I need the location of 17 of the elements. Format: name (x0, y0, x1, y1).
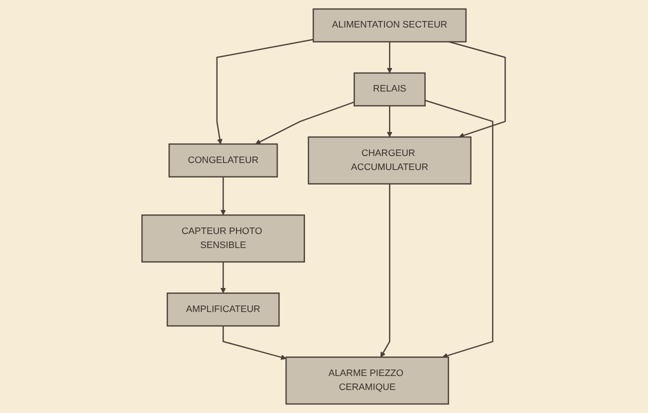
arrow (256, 101, 355, 144)
node-box: CONGELATEUR (168, 143, 278, 178)
arrow (220, 262, 226, 294)
node-box: ALARME PIEZZO CERAMIQUE (286, 356, 450, 405)
node-box: CHARGEUR ACCUMULATEUR (308, 136, 472, 184)
arrow (220, 176, 226, 216)
node-box: ALIMENTATION SECTEUR (313, 8, 467, 42)
arrow (222, 326, 287, 360)
arrow (449, 41, 506, 138)
arrow (387, 42, 393, 74)
arrow (380, 184, 391, 358)
arrow (216, 38, 314, 144)
arrow (425, 100, 494, 358)
node-box: AMPLIFICATEUR (167, 292, 280, 327)
node-box: RELAIS (354, 72, 426, 106)
node-box: CAPTEUR PHOTO SENSIBLE (142, 214, 306, 263)
arrow (387, 106, 393, 138)
